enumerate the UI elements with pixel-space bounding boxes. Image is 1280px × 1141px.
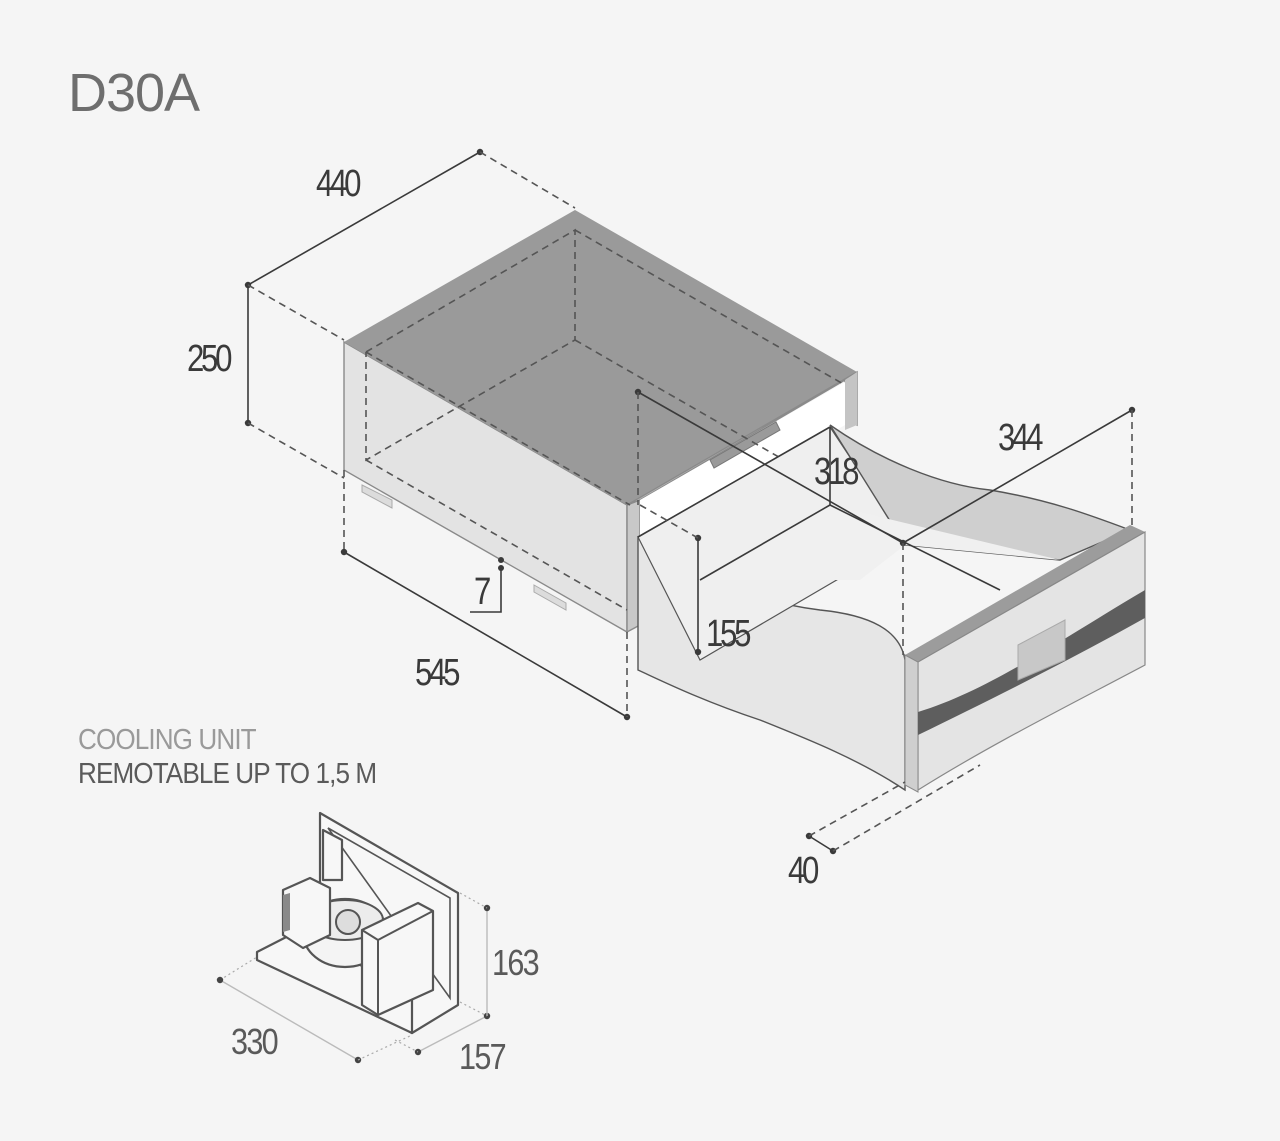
dimension-front-40 (805, 764, 981, 855)
dimension-drawer-344 (899, 406, 1136, 655)
cabinet-body (343, 210, 858, 634)
label-width: 440 (316, 163, 361, 205)
label-depth: 545 (415, 652, 460, 694)
cooling-unit-note: REMOTABLE UP TO 1,5 M (78, 758, 377, 790)
dimension-inner-318 (634, 388, 904, 544)
label-inner-width: 318 (814, 451, 859, 493)
label-gap: 7 (474, 571, 491, 613)
label-drawer-height: 155 (706, 613, 751, 655)
label-cooling-width: 330 (231, 1021, 279, 1062)
label-cooling-height: 163 (492, 942, 540, 983)
model-title: D30A (68, 63, 200, 123)
drawer (637, 424, 1146, 793)
label-front-thickness: 40 (788, 850, 819, 892)
label-height: 250 (187, 338, 232, 380)
dimension-depth-545 (340, 470, 631, 721)
dimension-height-250 (244, 284, 345, 479)
dimension-gap-7 (470, 557, 504, 613)
cooling-unit-heading: COOLING UNIT (78, 724, 257, 756)
label-cooling-depth: 157 (459, 1036, 507, 1077)
label-drawer-width: 344 (998, 417, 1043, 459)
dimension-drawer-height-155 (639, 504, 702, 656)
cooling-unit-drawing (216, 811, 491, 1064)
